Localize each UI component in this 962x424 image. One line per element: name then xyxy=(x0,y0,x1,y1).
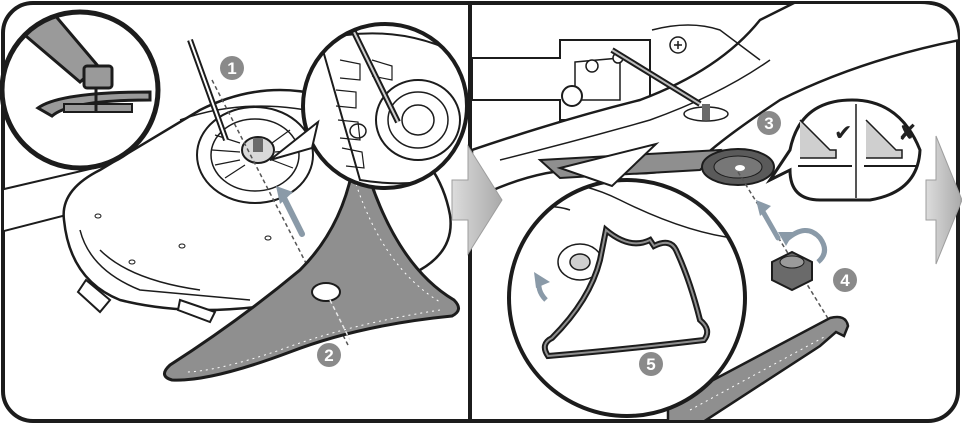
inset-check-orientation: ✔ ✘ xyxy=(770,100,920,200)
step-badge-1: 1 xyxy=(220,56,244,80)
inset-correct-position xyxy=(0,0,158,168)
step-badge-5: 5 xyxy=(639,352,663,376)
step-4-label: 4 xyxy=(840,271,850,290)
correct-mark-icon: ✔ xyxy=(834,121,852,146)
blade-hole xyxy=(312,283,340,301)
step-badge-3: 3 xyxy=(757,111,781,135)
step-2-label: 2 xyxy=(324,346,333,365)
step-3-label: 3 xyxy=(764,114,773,133)
step-badge-2: 2 xyxy=(317,343,341,367)
step-5-label: 5 xyxy=(646,355,655,374)
step-badge-4: 4 xyxy=(833,268,857,292)
incorrect-mark-icon: ✘ xyxy=(898,121,916,146)
step-1-label: 1 xyxy=(227,59,236,78)
